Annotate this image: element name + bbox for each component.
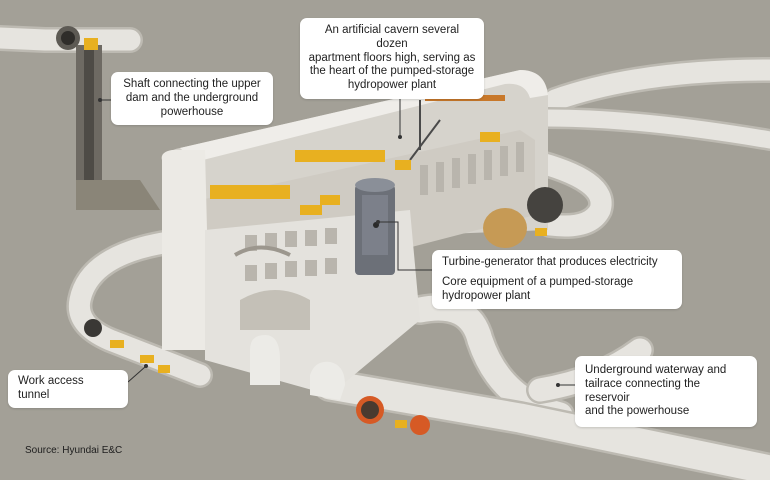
callout-shaft: Shaft connecting the upper dam and the u… <box>111 72 273 126</box>
callout-cavern: An artificial cavern several dozen apart… <box>300 18 484 99</box>
source-credit: Source: Hyundai E&C <box>25 445 123 456</box>
callout-waterway-line-2: tailrace connecting the reservoir <box>585 377 701 404</box>
callout-cavern-line-4: hydropower plant <box>347 79 437 92</box>
callout-shaft-line-1: Shaft connecting the upper <box>123 78 261 90</box>
callout-waterway-line-1: Underground waterway and <box>585 364 727 376</box>
tunnel-details <box>56 26 563 435</box>
callout-cavern-line-3: the heart of the pumped-storage <box>309 65 475 78</box>
callout-shaft-line-3: powerhouse <box>160 105 224 118</box>
callout-turbine-desc-2: hydropower plant <box>442 289 531 302</box>
callout-work-tunnel-label: Work access tunnel <box>18 375 84 401</box>
callout-waterway-line-3: and the powerhouse <box>585 405 690 418</box>
callout-turbine-desc-1: Core equipment of a pumped-storage <box>442 275 634 288</box>
callout-shaft-line-2: dam and the underground <box>125 91 259 104</box>
callout-work-tunnel: Work access tunnel <box>8 370 128 408</box>
callout-waterway: Underground waterway and tailrace connec… <box>575 356 757 428</box>
callout-cavern-line-1: An artificial cavern several dozen <box>324 24 460 50</box>
callout-turbine: Turbine-generator that produces electric… <box>432 250 682 310</box>
vertical-shaft <box>76 38 160 210</box>
callout-turbine-title: Turbine-generator that produces electric… <box>442 256 658 268</box>
turbine-generator <box>355 178 395 275</box>
callout-cavern-line-2: apartment floors high, serving as <box>308 51 476 64</box>
